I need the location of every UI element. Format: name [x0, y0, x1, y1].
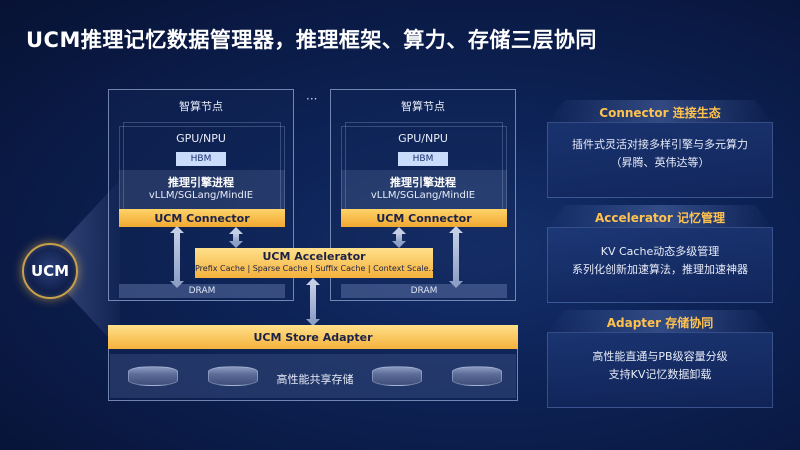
inference-engine-block [119, 170, 285, 210]
node-title: 智算节点 [179, 100, 223, 113]
double-arrow-icon [306, 278, 320, 326]
accelerator-panel [547, 227, 773, 303]
panel-heading-glow [547, 205, 773, 227]
accelerator-features: Prefix Cache | Sparse Cache | Suffix Cac… [195, 264, 437, 273]
accelerator-title: UCM Accelerator [262, 250, 366, 263]
double-arrow-icon [170, 226, 184, 288]
accelerator-panel-line-1: KV Cache动态多级管理 [600, 245, 720, 258]
connector-panel-line-1: 插件式灵活对接多样引擎与多元算力 [572, 138, 748, 151]
double-arrow-icon [449, 226, 463, 288]
adapter-panel-heading: Adapter 存储协同 [606, 316, 714, 330]
ucm-store-adapter-bar: UCM Store Adapter [108, 325, 518, 349]
disk-icon [128, 366, 178, 386]
engine-title: 推理引擎进程 [390, 176, 456, 189]
double-arrow-icon [229, 227, 243, 248]
node-title: 智算节点 [401, 100, 445, 113]
ucm-badge: UCM [22, 243, 78, 299]
ellipsis: ··· [306, 92, 318, 106]
compute-node-1: 智算节点 GPU/NPU HBM 推理引擎进程 vLLM/SGLang/Mind… [108, 89, 294, 301]
disk-icon [208, 366, 258, 386]
connector-panel [547, 122, 773, 198]
adapter-panel [547, 332, 773, 408]
storage-label: 高性能共享存储 [276, 373, 354, 386]
connector-panel-heading: Connector 连接生态 [599, 106, 721, 120]
adapter-panel-line-2: 支持KV记忆数据卸载 [608, 368, 712, 381]
engine-title: 推理引擎进程 [168, 176, 234, 189]
ucm-badge-label: UCM [30, 262, 70, 280]
disk-icon [452, 366, 502, 386]
dram-bar: DRAM [119, 284, 285, 298]
ucm-connector-bar: UCM Connector [341, 209, 507, 227]
panel-heading-glow [547, 310, 773, 332]
gpu-npu-label: GPU/NPU [398, 132, 448, 145]
disk-icon [372, 366, 422, 386]
engine-frameworks: vLLM/SGLang/MindIE [148, 190, 254, 201]
accelerator-panel-heading: Accelerator 记忆管理 [595, 211, 725, 225]
accelerator-panel-line-2: 系列化创新加速算法，推理加速神器 [572, 263, 748, 276]
hbm-block: HBM [176, 152, 226, 166]
adapter-panel-line-1: 高性能直通与PB级容量分级 [592, 350, 728, 363]
inference-engine-block [341, 170, 507, 210]
panel-heading-glow [547, 100, 773, 122]
hbm-block: HBM [398, 152, 448, 166]
page-title: UCM推理记忆数据管理器，推理框架、算力、存储三层协同 [26, 28, 597, 52]
gpu-npu-label: GPU/NPU [176, 132, 226, 145]
connector-panel-line-2: （昇腾、英伟达等） [610, 156, 710, 169]
ucm-connector-bar: UCM Connector [119, 209, 285, 227]
double-arrow-icon [392, 227, 406, 248]
dram-bar: DRAM [341, 284, 507, 298]
ucm-accelerator-box: UCM Accelerator Prefix Cache | Sparse Ca… [195, 248, 437, 278]
engine-frameworks: vLLM/SGLang/MindIE [370, 190, 476, 201]
